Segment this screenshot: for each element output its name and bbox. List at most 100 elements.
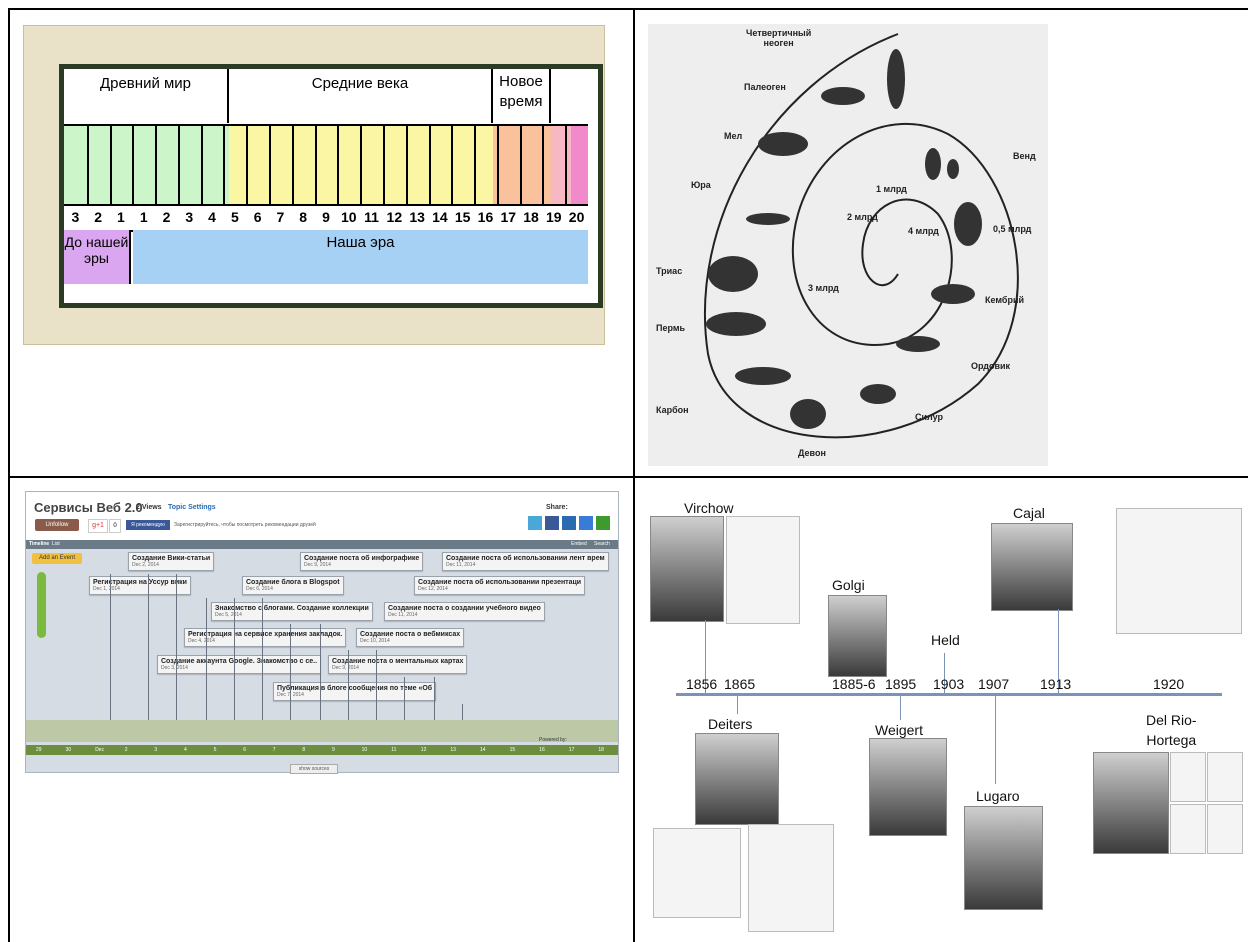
date-tick-label: 10 (361, 747, 368, 753)
unfollow-button[interactable]: Unfollow (35, 519, 79, 531)
spiral-svg (703, 33, 1019, 439)
name-held: Held (931, 632, 960, 648)
date-tick-label: Dec (95, 747, 105, 753)
facebook-recommend-button[interactable]: Я рекомендую (126, 520, 170, 530)
era-ancient: Древний мир (64, 69, 229, 123)
facebook-icon[interactable] (545, 516, 559, 530)
label-jurassic: Юра (691, 180, 711, 190)
event-title: Создание поста об использовании лент вре… (446, 555, 605, 562)
event-title: Создание поста об инфографике (304, 555, 420, 562)
century-number: 4 (208, 209, 216, 225)
stem-weigert (900, 696, 901, 720)
year-label: 1913 (1040, 676, 1072, 692)
century-divider (200, 126, 203, 206)
century-number: 10 (340, 209, 357, 225)
date-tick-label: 7 (272, 747, 276, 753)
timeline-event[interactable]: Создание аккаунта Google. Знакомство с с… (157, 655, 322, 674)
stumbleupon-icon[interactable] (596, 516, 610, 530)
century-number: 19 (546, 209, 562, 225)
timeline-event[interactable]: Создание поста об использовании лент вре… (442, 552, 609, 571)
century-number: 18 (523, 209, 539, 225)
label-05-billion: 0,5 млрд (993, 224, 1032, 234)
event-title: Создание аккаунта Google. Знакомство с с… (161, 658, 318, 665)
facebook-text: Зарегистрируйтесь, чтобы посмотреть реко… (174, 522, 316, 528)
event-stem (148, 574, 149, 722)
timeline-event[interactable]: Создание поста о создании учебного видео… (384, 602, 545, 621)
label-silurian: Силур (915, 412, 944, 422)
event-date: Dec 3, 2014 (161, 665, 188, 671)
delicious-icon[interactable] (579, 516, 593, 530)
timeline-event[interactable]: Публикация в блоге сообщения по теме «Об… (273, 682, 437, 701)
timeline-event[interactable]: Создание поста об использовании презента… (414, 576, 586, 595)
date-tick-label: 29 (36, 747, 42, 753)
timeline-event[interactable]: Знакомство с блогами. Создание коллекции… (211, 602, 373, 621)
label-carboniferous: Карбон (656, 405, 689, 415)
digg-icon[interactable] (562, 516, 576, 530)
portrait-weigert (869, 738, 947, 836)
event-date: Dec 7, 2014 (277, 692, 304, 698)
stem-lugaro (995, 696, 996, 784)
century-divider (496, 126, 499, 206)
illustration-deiters-1 (653, 828, 741, 918)
century-divider (405, 126, 408, 206)
event-stem (462, 704, 463, 722)
name-cajal: Cajal (1013, 505, 1045, 521)
bc-label-line1: До нашей (64, 234, 129, 250)
date-tick-label: 4 (184, 747, 187, 753)
show-sources-button[interactable]: show sources (290, 764, 338, 774)
century-number: 7 (276, 209, 285, 225)
add-event-button[interactable]: Add an Event (32, 553, 82, 564)
tab-timeline[interactable]: Timeline (29, 541, 50, 547)
table-border-mid (8, 476, 1248, 478)
portrait-delrio-hortega (1093, 752, 1169, 854)
timeline-header: Сервисы Веб 2.0 2 Views Topic Settings U… (26, 492, 618, 540)
century-divider (428, 126, 431, 206)
twitter-icon[interactable] (528, 516, 542, 530)
century-number: 3 (71, 209, 80, 225)
date-tick-label: 12 (420, 747, 427, 753)
label-cretaceous: Мел (724, 131, 743, 141)
year-label: 1856 (686, 676, 718, 692)
event-title: Знакомство с блогами. Создание коллекции (215, 605, 369, 612)
event-stem (320, 624, 321, 722)
event-date: Dec 6, 2014 (246, 586, 273, 592)
century-divider (246, 126, 249, 206)
embed-link[interactable]: Embed (571, 541, 587, 547)
century-number: 2 (94, 209, 103, 225)
topic-settings-link[interactable]: Topic Settings (168, 504, 216, 511)
century-number: 16 (477, 209, 494, 225)
century-number: 15 (454, 209, 471, 225)
label-ordovician: Ордовик (971, 361, 1011, 371)
zoom-slider[interactable] (37, 572, 46, 638)
timeline-event[interactable]: Регистрация на сервисе хранения закладок… (184, 628, 347, 647)
geological-spiral-figure: Четвертичный неоген Палеоген Мел Юра Три… (648, 24, 1048, 466)
tab-list[interactable]: List (52, 541, 60, 547)
era-middle-ages: Средние века (229, 69, 493, 123)
stem-virchow (705, 620, 706, 693)
century-number: 8 (299, 209, 308, 225)
label-3-billion: 3 млрд (808, 283, 839, 293)
event-date: Dec 9, 2014 (332, 665, 359, 671)
gplus-button[interactable]: g+1 (88, 519, 108, 533)
stem-cajal (1058, 609, 1059, 693)
name-delrio-hortega: Del Rio- Hortega (1146, 710, 1197, 750)
event-stem (206, 598, 207, 722)
century-divider (474, 126, 477, 206)
event-title: Публикация в блоге сообщения по теме «Об (277, 685, 433, 692)
date-tick-label: 2 (124, 747, 128, 753)
table-border-left (8, 8, 10, 942)
event-date: Dec 4, 2014 (188, 638, 215, 644)
table-border-center (633, 8, 635, 942)
search-link[interactable]: Search (594, 541, 610, 547)
date-tick-label: 14 (480, 747, 486, 753)
event-stem (110, 574, 111, 722)
event-title: Создание поста о ментальных картах (332, 658, 464, 665)
year-label: 1920 (1153, 676, 1185, 692)
